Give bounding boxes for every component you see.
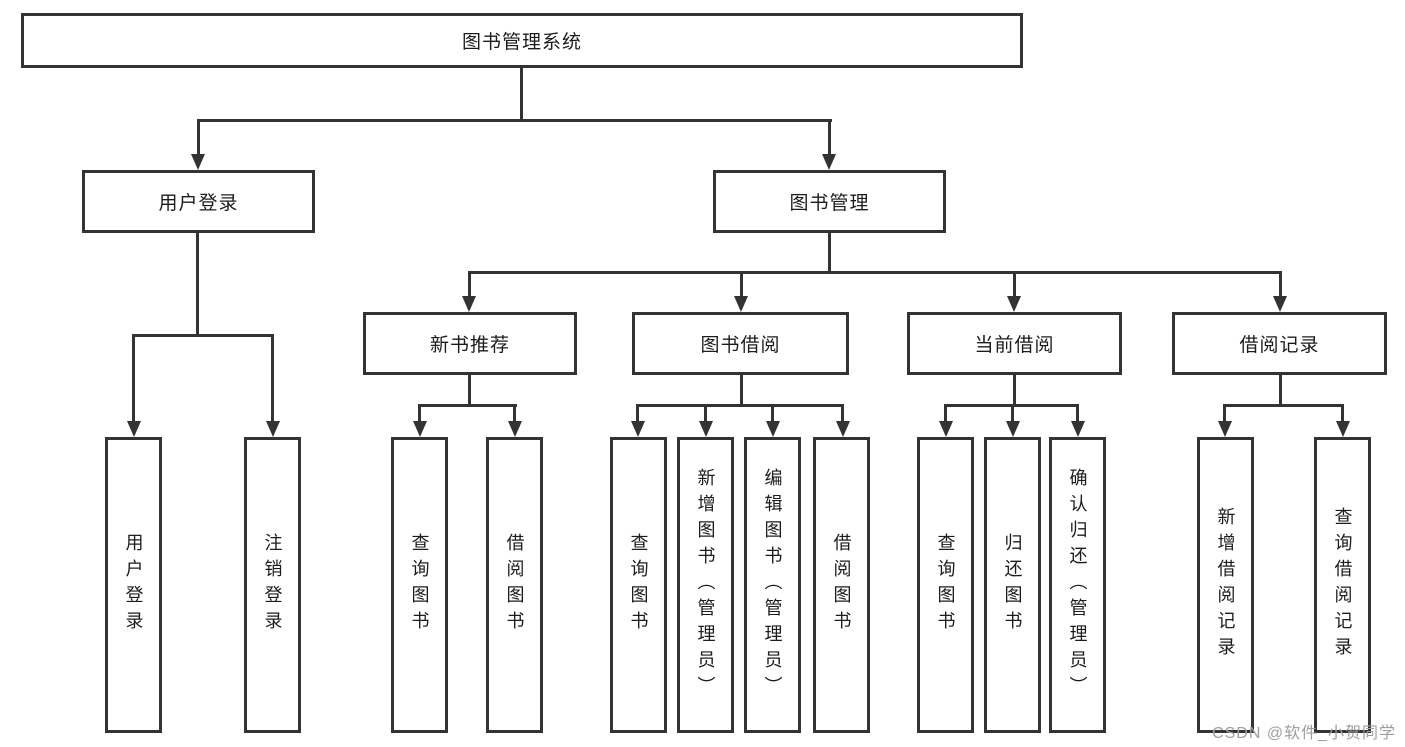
node-book-management: 图书管理 xyxy=(713,170,946,233)
arrow-down-icon xyxy=(1218,421,1232,437)
connector-line xyxy=(944,404,947,423)
arrow-down-icon xyxy=(127,421,141,437)
node-label: 编辑图书（管理员） xyxy=(762,468,783,702)
connector-line xyxy=(704,404,707,423)
node-label: 查询图书 xyxy=(628,533,649,637)
leaf-query-books-borrowing: 查询图书 xyxy=(610,437,667,733)
arrow-down-icon xyxy=(1273,296,1287,312)
arrow-down-icon xyxy=(836,421,850,437)
node-label: 注销登录 xyxy=(262,533,283,637)
arrow-down-icon xyxy=(699,421,713,437)
connector-line xyxy=(196,233,199,337)
arrow-down-icon xyxy=(413,421,427,437)
connector-line xyxy=(1223,404,1226,423)
node-label: 借阅图书 xyxy=(504,533,525,637)
connector-line xyxy=(513,404,516,423)
leaf-add-books-admin: 新增图书（管理员） xyxy=(677,437,734,733)
arrow-down-icon xyxy=(1006,421,1020,437)
connector-line xyxy=(1076,404,1079,423)
arrow-down-icon xyxy=(631,421,645,437)
leaf-query-books-recommend: 查询图书 xyxy=(391,437,448,733)
csdn-watermark: CSDN @软件_小贺同学 xyxy=(1212,725,1396,742)
connector-line xyxy=(1223,404,1344,407)
node-label: 借阅图书 xyxy=(831,533,852,637)
connector-line xyxy=(468,271,471,298)
node-label: 图书借阅 xyxy=(700,335,781,356)
leaf-logout: 注销登录 xyxy=(244,437,301,733)
connector-line xyxy=(1341,404,1344,423)
arrow-down-icon xyxy=(1336,421,1350,437)
connector-line xyxy=(1011,404,1014,423)
connector-line xyxy=(636,404,639,423)
node-label: 新增图书（管理员） xyxy=(695,468,716,702)
node-borrowing-records: 借阅记录 xyxy=(1172,312,1387,375)
connector-line xyxy=(132,334,274,337)
node-label: 查询图书 xyxy=(409,533,430,637)
connector-line xyxy=(520,68,523,121)
leaf-add-borrow-record: 新增借阅记录 xyxy=(1197,437,1254,733)
connector-line xyxy=(1279,271,1282,298)
connector-line xyxy=(841,404,844,423)
node-label: 查询借阅记录 xyxy=(1332,507,1353,663)
connector-line xyxy=(1013,375,1016,407)
connector-line xyxy=(468,271,1282,274)
node-label: 用户登录 xyxy=(123,533,144,637)
node-label: 当前借阅 xyxy=(974,335,1055,356)
node-label: 查询图书 xyxy=(935,533,956,637)
node-label: 新增借阅记录 xyxy=(1215,507,1236,663)
connector-line xyxy=(468,375,471,407)
arrow-down-icon xyxy=(822,154,836,170)
arrow-down-icon xyxy=(508,421,522,437)
node-label: 确认归还（管理员） xyxy=(1067,468,1088,702)
connector-line xyxy=(271,334,274,423)
leaf-query-books-current: 查询图书 xyxy=(917,437,974,733)
connector-line xyxy=(1013,271,1016,298)
connector-line xyxy=(132,334,135,423)
arrow-down-icon xyxy=(1071,421,1085,437)
connector-line xyxy=(197,119,200,155)
node-current-borrowing: 当前借阅 xyxy=(907,312,1122,375)
leaf-return-books: 归还图书 xyxy=(984,437,1041,733)
connector-line xyxy=(418,404,517,407)
leaf-edit-books-admin: 编辑图书（管理员） xyxy=(744,437,801,733)
leaf-query-borrow-record: 查询借阅记录 xyxy=(1314,437,1371,733)
arrow-down-icon xyxy=(462,296,476,312)
leaf-borrow-books-recommend: 借阅图书 xyxy=(486,437,543,733)
node-new-book-recommendation: 新书推荐 xyxy=(363,312,577,375)
node-label: 新书推荐 xyxy=(429,335,510,356)
connector-line xyxy=(740,375,743,407)
arrow-down-icon xyxy=(266,421,280,437)
connector-line xyxy=(828,233,831,274)
connector-line xyxy=(740,271,743,298)
leaf-user-login: 用户登录 xyxy=(105,437,162,733)
node-label: 借阅记录 xyxy=(1239,335,1320,356)
connector-line xyxy=(418,404,421,423)
node-label: 归还图书 xyxy=(1002,533,1023,637)
node-book-borrowing: 图书借阅 xyxy=(632,312,849,375)
connector-line xyxy=(828,119,831,155)
node-label: 图书管理系统 xyxy=(461,32,582,53)
arrow-down-icon xyxy=(734,296,748,312)
connector-line xyxy=(197,119,832,122)
node-library-management-system: 图书管理系统 xyxy=(21,13,1023,68)
arrow-down-icon xyxy=(191,154,205,170)
node-label: 图书管理 xyxy=(789,193,870,214)
leaf-borrow-books-borrowing: 借阅图书 xyxy=(813,437,870,733)
arrow-down-icon xyxy=(939,421,953,437)
node-label: 用户登录 xyxy=(158,193,239,214)
arrow-down-icon xyxy=(1007,296,1021,312)
leaf-confirm-return-admin: 确认归还（管理员） xyxy=(1049,437,1106,733)
connector-line xyxy=(1279,375,1282,407)
connector-line xyxy=(636,404,844,407)
connector-line xyxy=(771,404,774,423)
node-user-login: 用户登录 xyxy=(82,170,315,233)
arrow-down-icon xyxy=(766,421,780,437)
